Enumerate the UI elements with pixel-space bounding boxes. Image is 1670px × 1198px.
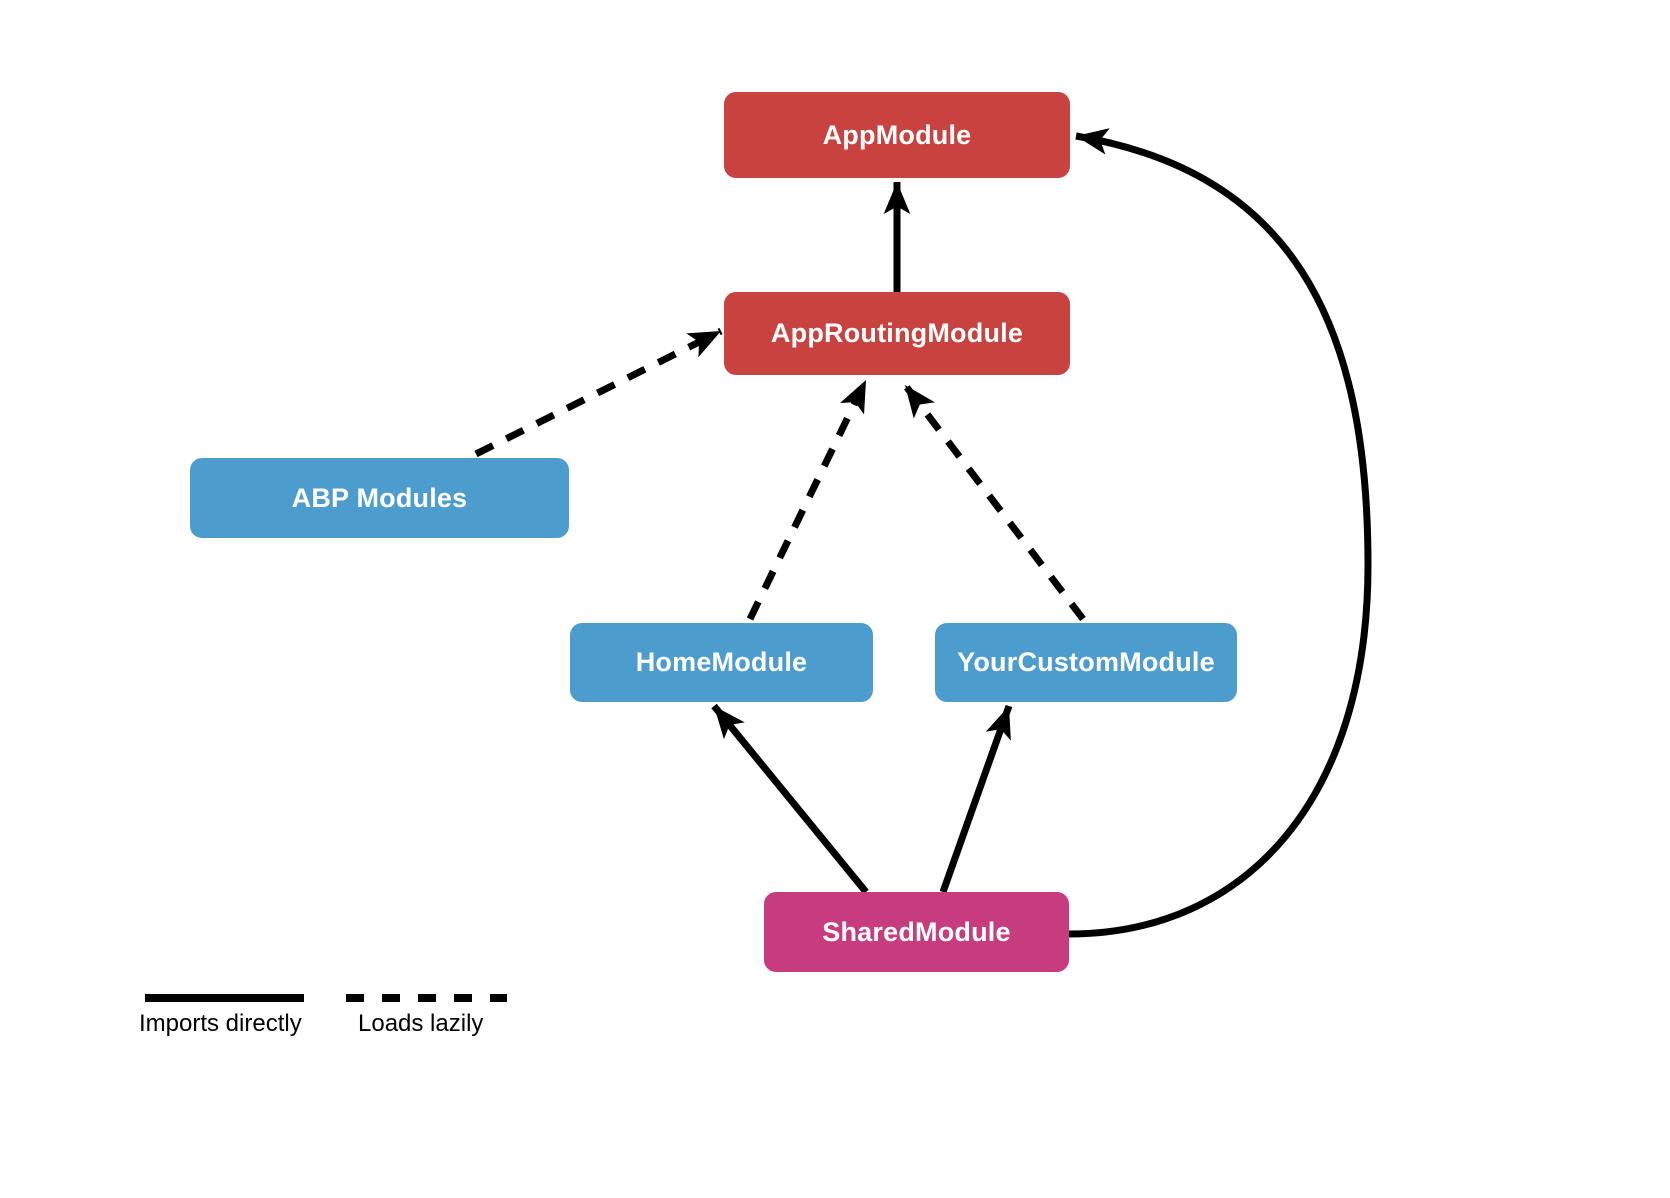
edge-custom-to-approuting (902, 382, 1086, 622)
node-abp-modules: ABP Modules (190, 458, 569, 538)
legend-dashed-label: Loads lazily (358, 1010, 484, 1037)
node-your-custom-module: YourCustomModule (935, 623, 1237, 702)
legend-solid-label: Imports directly (139, 1010, 302, 1037)
edge-home-to-approuting (746, 378, 870, 621)
edge-shared-to-custom (939, 704, 1013, 894)
node-app-module: AppModule (724, 92, 1070, 178)
edge-abp-to-approuting (474, 327, 723, 458)
node-shared-module: SharedModule (764, 892, 1069, 972)
edge-shared-to-home (711, 703, 869, 895)
node-home-module: HomeModule (570, 623, 873, 702)
edge-shared-to-appmodule-curve (1068, 128, 1372, 938)
node-app-routing-module: AppRoutingModule (724, 292, 1070, 375)
